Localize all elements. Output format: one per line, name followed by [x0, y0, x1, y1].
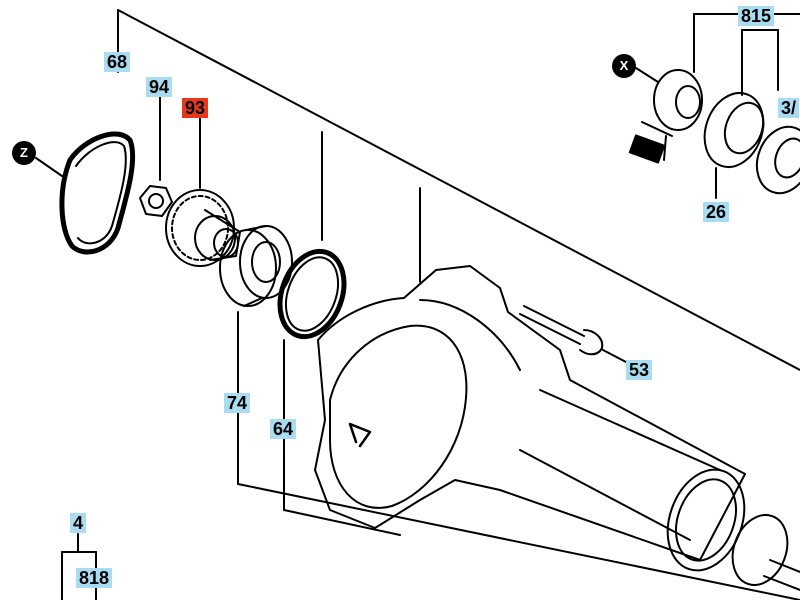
- nut-94-shape: [139, 185, 173, 217]
- o-ring-64-shape: [277, 248, 347, 340]
- gear-93-shape: [165, 189, 241, 267]
- part-label-818[interactable]: 818: [76, 568, 113, 588]
- part-label-64[interactable]: 64: [270, 419, 297, 439]
- marker-z[interactable]: Z: [12, 141, 36, 165]
- assembly-frame-lines: [61, 9, 800, 600]
- screw-53-shape: [519, 305, 627, 363]
- ring-26-shape: [703, 92, 765, 168]
- spring-clip-shape: [628, 121, 673, 164]
- part-label-4[interactable]: 4: [70, 513, 87, 533]
- bearing-x-shape: [635, 67, 703, 131]
- part-label-815[interactable]: 815: [738, 6, 775, 26]
- bearing-74-shape: [219, 225, 293, 307]
- marker-x[interactable]: X: [612, 54, 636, 78]
- o-ring-68: [59, 131, 136, 255]
- shaft-shape: [731, 514, 800, 591]
- part-label-74[interactable]: 74: [224, 393, 251, 413]
- ring-3x-shape: [755, 125, 800, 195]
- part-label-68[interactable]: 68: [104, 52, 131, 72]
- part-label-94[interactable]: 94: [146, 77, 173, 97]
- part-label-53[interactable]: 53: [626, 360, 653, 380]
- part-label-26[interactable]: 26: [703, 202, 730, 222]
- part-label-3x[interactable]: 3/: [778, 98, 800, 118]
- part-label-93-highlighted[interactable]: 93: [182, 98, 209, 118]
- housing-shape: [314, 265, 746, 572]
